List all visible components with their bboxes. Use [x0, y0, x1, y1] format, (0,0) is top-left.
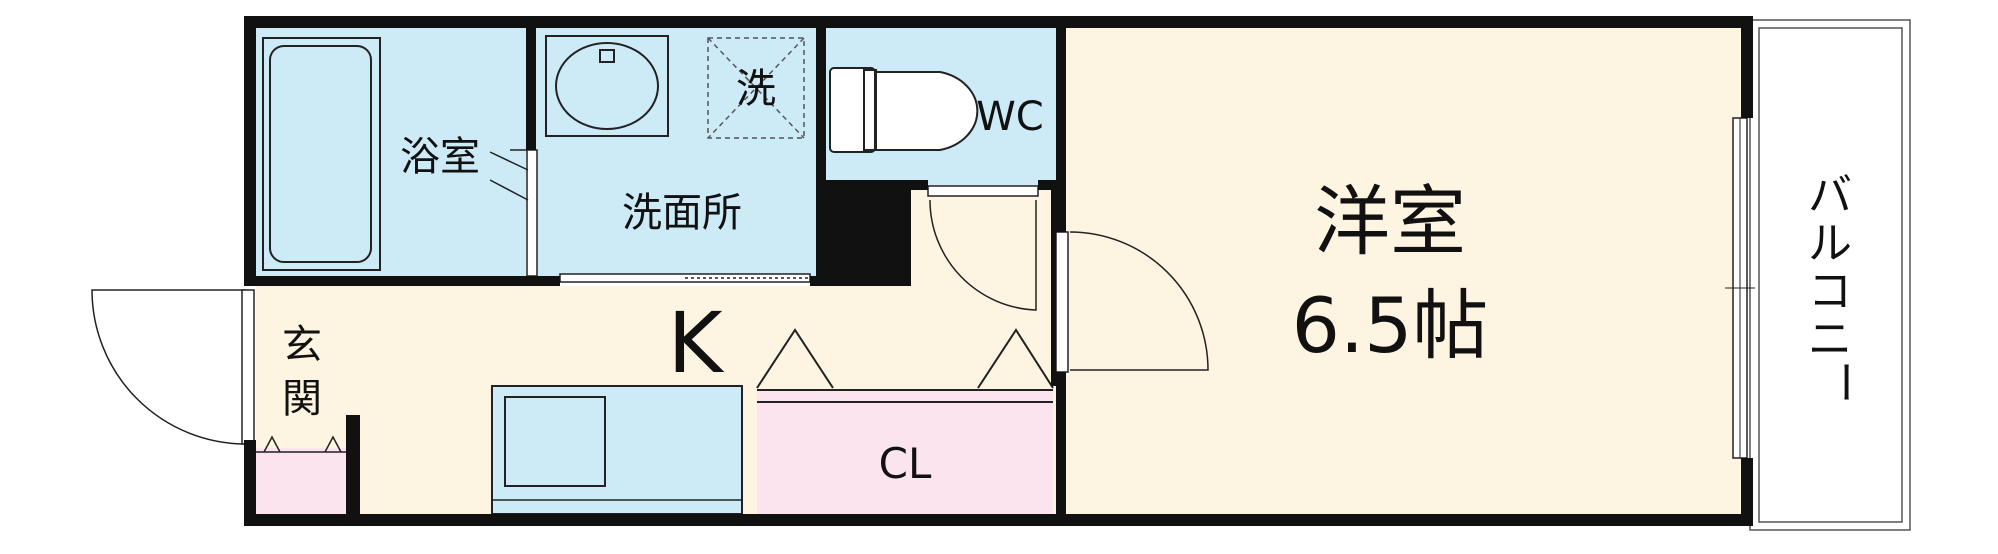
kitchen-counter: [491, 385, 743, 515]
balcony-char-4: ニ: [1808, 314, 1852, 365]
wall-left-upper: [244, 16, 256, 286]
toilet-tank: [829, 67, 876, 153]
shoe-cabinet-doors: [256, 435, 346, 453]
wall-right-lower: [1741, 458, 1753, 526]
hall-floor: [911, 186, 1056, 286]
balcony-railing: [1758, 27, 1903, 523]
entrance-door-swing: [91, 289, 247, 445]
wash-basin: [545, 35, 669, 137]
western-room-name: 洋室: [1314, 177, 1466, 266]
wall-wash-wc: [816, 16, 826, 286]
bath-door-swing-2: [489, 179, 529, 201]
bath-door-leaf: [526, 149, 538, 277]
western-door-leaf: [1055, 231, 1069, 373]
bathtub-outer: [262, 37, 381, 271]
balcony-outline: [1749, 19, 1911, 531]
balcony: [1749, 19, 1911, 531]
wall-kitchen-western: [1056, 372, 1066, 526]
wall-top: [244, 16, 1751, 28]
balcony-label: バ ル コ ニ ー: [1808, 170, 1870, 404]
shoe-door-left: [263, 435, 281, 453]
pipe-shaft: [826, 186, 911, 286]
shoe-cabinet: [256, 448, 346, 514]
bath-label: 浴室: [400, 134, 480, 180]
toilet: [829, 67, 979, 153]
bathtub: [262, 37, 381, 271]
wall-right-upper: [1741, 16, 1753, 118]
kitchen-counter-top: [491, 385, 743, 515]
wall-wc-bottom-right: [1038, 180, 1056, 190]
washer-outline: [707, 37, 805, 139]
shoe-door-right: [324, 435, 342, 453]
entrance-door-leaf: [241, 289, 255, 445]
door-swings: [91, 149, 1209, 445]
western-room-floor: [1066, 28, 1741, 514]
walls: [244, 16, 1753, 526]
entrance-label-1: 玄: [282, 322, 322, 368]
bath-door-swing-1: [489, 151, 529, 171]
vanity-counter: [545, 35, 669, 137]
wc-door-leaf: [927, 185, 1039, 197]
faucet-icon: [599, 49, 615, 63]
balcony-char-5: ー: [1819, 360, 1870, 404]
wall-wet-bottom-right: [810, 276, 820, 286]
kitchen-label: K: [667, 294, 724, 392]
bathroom-floor: [256, 28, 526, 276]
closet-label: CL: [879, 439, 932, 488]
closet-fold-door-left: [756, 328, 834, 389]
basin-bowl: [555, 42, 659, 130]
wall-hall-right: [1051, 186, 1056, 386]
wall-wc-western: [1056, 16, 1066, 232]
bathtub-inner: [269, 45, 372, 263]
wall-wet-bottom-left: [244, 276, 560, 286]
wc-door-swing: [929, 199, 1037, 311]
windows: [1725, 117, 1755, 459]
western-room-size: 6.5帖: [1292, 281, 1489, 370]
balcony-char-3: コ: [1808, 266, 1852, 317]
wc-label: WC: [976, 94, 1043, 140]
wall-bottom: [244, 514, 1751, 526]
wall-bath-wash: [526, 16, 536, 150]
washer-label: 洗: [736, 66, 776, 112]
western-door-swing: [1069, 231, 1209, 371]
balcony-char-1: バ: [1808, 170, 1852, 221]
wall-wc-bottom-left: [826, 180, 928, 190]
washroom-label: 洗面所: [622, 190, 742, 236]
closet-doors: [756, 328, 1054, 403]
wall-left-lower: [244, 440, 256, 526]
kitchen-sink: [504, 396, 606, 487]
closet-fold-door-right: [977, 328, 1054, 389]
washer-space: [707, 37, 805, 139]
washroom-floor: [536, 28, 816, 276]
entrance-label-2: 関: [282, 376, 322, 422]
labels: 浴室 洗面所 洗 WC K 玄 関 CL 洋室 6.5帖 バ ル コ ニ ー: [282, 66, 1870, 488]
wall-entrance-stub: [346, 415, 360, 526]
balcony-char-2: ル: [1808, 218, 1852, 269]
closet-floor: [757, 390, 1053, 514]
toilet-bowl: [875, 71, 979, 151]
